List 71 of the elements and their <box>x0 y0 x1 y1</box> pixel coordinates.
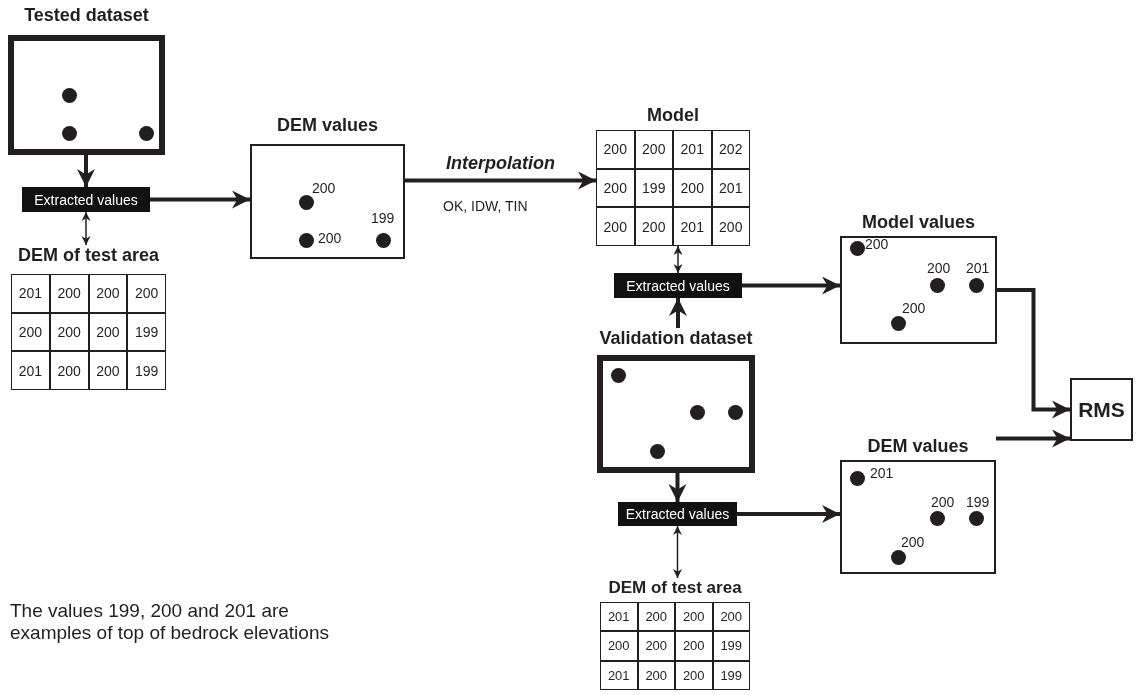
arrow <box>737 505 840 523</box>
elevation-value: 201 <box>870 465 894 481</box>
grid-cell: 200 <box>673 168 712 208</box>
node-heading: Model <box>647 105 699 126</box>
grid-cell: 202 <box>711 130 750 169</box>
arrow <box>673 525 682 579</box>
grid-cell: 200 <box>637 631 675 661</box>
arrow <box>81 211 91 246</box>
elevation-value: 200 <box>312 180 336 196</box>
node-heading: Model values <box>862 212 975 233</box>
grid-cell: 201 <box>711 168 750 208</box>
grid-cell: 200 <box>596 168 635 208</box>
node-heading: DEM values <box>277 115 378 136</box>
grid-cell: 201 <box>11 274 50 313</box>
grid-cell: 201 <box>673 207 712 246</box>
node-heading: DEM of test area <box>18 245 159 266</box>
grid-cell: 200 <box>127 274 166 313</box>
node-heading: DEM of test area <box>608 578 742 598</box>
grid-cell: 200 <box>49 312 89 352</box>
arrow <box>996 429 1070 448</box>
grid-cell: 200 <box>49 274 89 313</box>
note-text: The values 199, 200 and 201 are examples of top of bedrock elevations <box>10 600 330 644</box>
node-heading: Validation dataset <box>599 328 753 349</box>
arrow <box>668 473 687 502</box>
process-box: Extracted values <box>614 273 742 298</box>
grid-cell: 200 <box>675 631 713 661</box>
grid-cell: 200 <box>675 602 713 632</box>
elevation-value: 200 <box>927 260 951 276</box>
arrow <box>405 171 596 190</box>
grid-cell: 199 <box>127 351 166 390</box>
elevation-value: 200 <box>902 300 926 316</box>
grid-cell: 201 <box>673 130 712 169</box>
arrow <box>669 298 687 328</box>
elevation-value: 200 <box>318 230 342 246</box>
grid-cell: 201 <box>11 351 50 390</box>
arrow <box>77 155 95 187</box>
elevation-value: 199 <box>966 494 990 510</box>
grid-cell: 200 <box>637 602 675 632</box>
grid-cell: 200 <box>49 351 89 390</box>
arrow <box>673 245 683 274</box>
arrow <box>150 190 250 209</box>
grid-cell: 200 <box>634 130 673 169</box>
process-box: Extracted values <box>22 187 150 212</box>
grid-cell: 200 <box>600 631 638 661</box>
grid-cell: 201 <box>600 660 638 690</box>
grid-cell: 200 <box>88 312 128 352</box>
grid-cell: 201 <box>600 602 638 632</box>
grid-cell: 200 <box>711 207 750 246</box>
process-box: Extracted values <box>618 502 737 526</box>
arrow <box>997 288 1070 419</box>
grid-cell: 200 <box>596 207 635 246</box>
result-box: RMS <box>1070 378 1133 441</box>
node-heading: DEM values <box>867 436 969 457</box>
elevation-value: 200 <box>901 534 925 550</box>
grid-cell: 200 <box>88 351 128 390</box>
elevation-value: 200 <box>931 494 955 510</box>
grid-cell: 200 <box>712 602 750 632</box>
grid-cell: 199 <box>634 168 673 208</box>
grid-cell: 200 <box>596 130 635 169</box>
elevation-value: 200 <box>865 236 889 252</box>
grid-cell: 199 <box>127 312 166 352</box>
elevation-value: 201 <box>966 260 990 276</box>
method-text: OK, IDW, TIN <box>443 198 528 214</box>
grid-cell: 200 <box>88 274 128 313</box>
elevation-value: 199 <box>371 210 395 226</box>
grid-cell: 199 <box>712 631 750 661</box>
node-heading: Tested dataset <box>24 5 149 26</box>
grid-cell: 200 <box>11 312 50 352</box>
arrow <box>742 276 840 295</box>
grid-cell: 200 <box>634 207 673 246</box>
grid-cell: 200 <box>675 660 713 690</box>
